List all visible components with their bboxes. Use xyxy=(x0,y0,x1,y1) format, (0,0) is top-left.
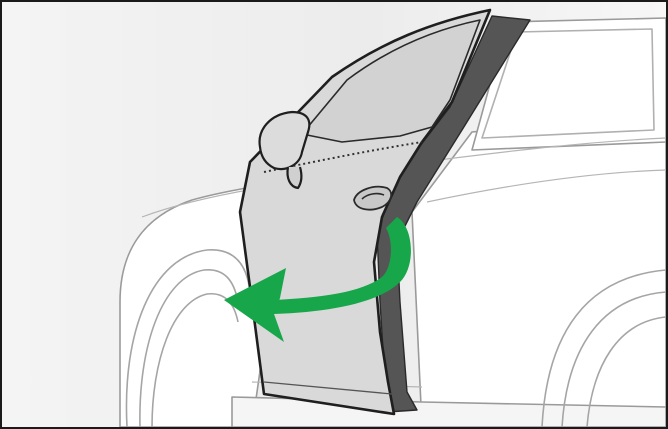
rear-body xyxy=(412,120,666,427)
